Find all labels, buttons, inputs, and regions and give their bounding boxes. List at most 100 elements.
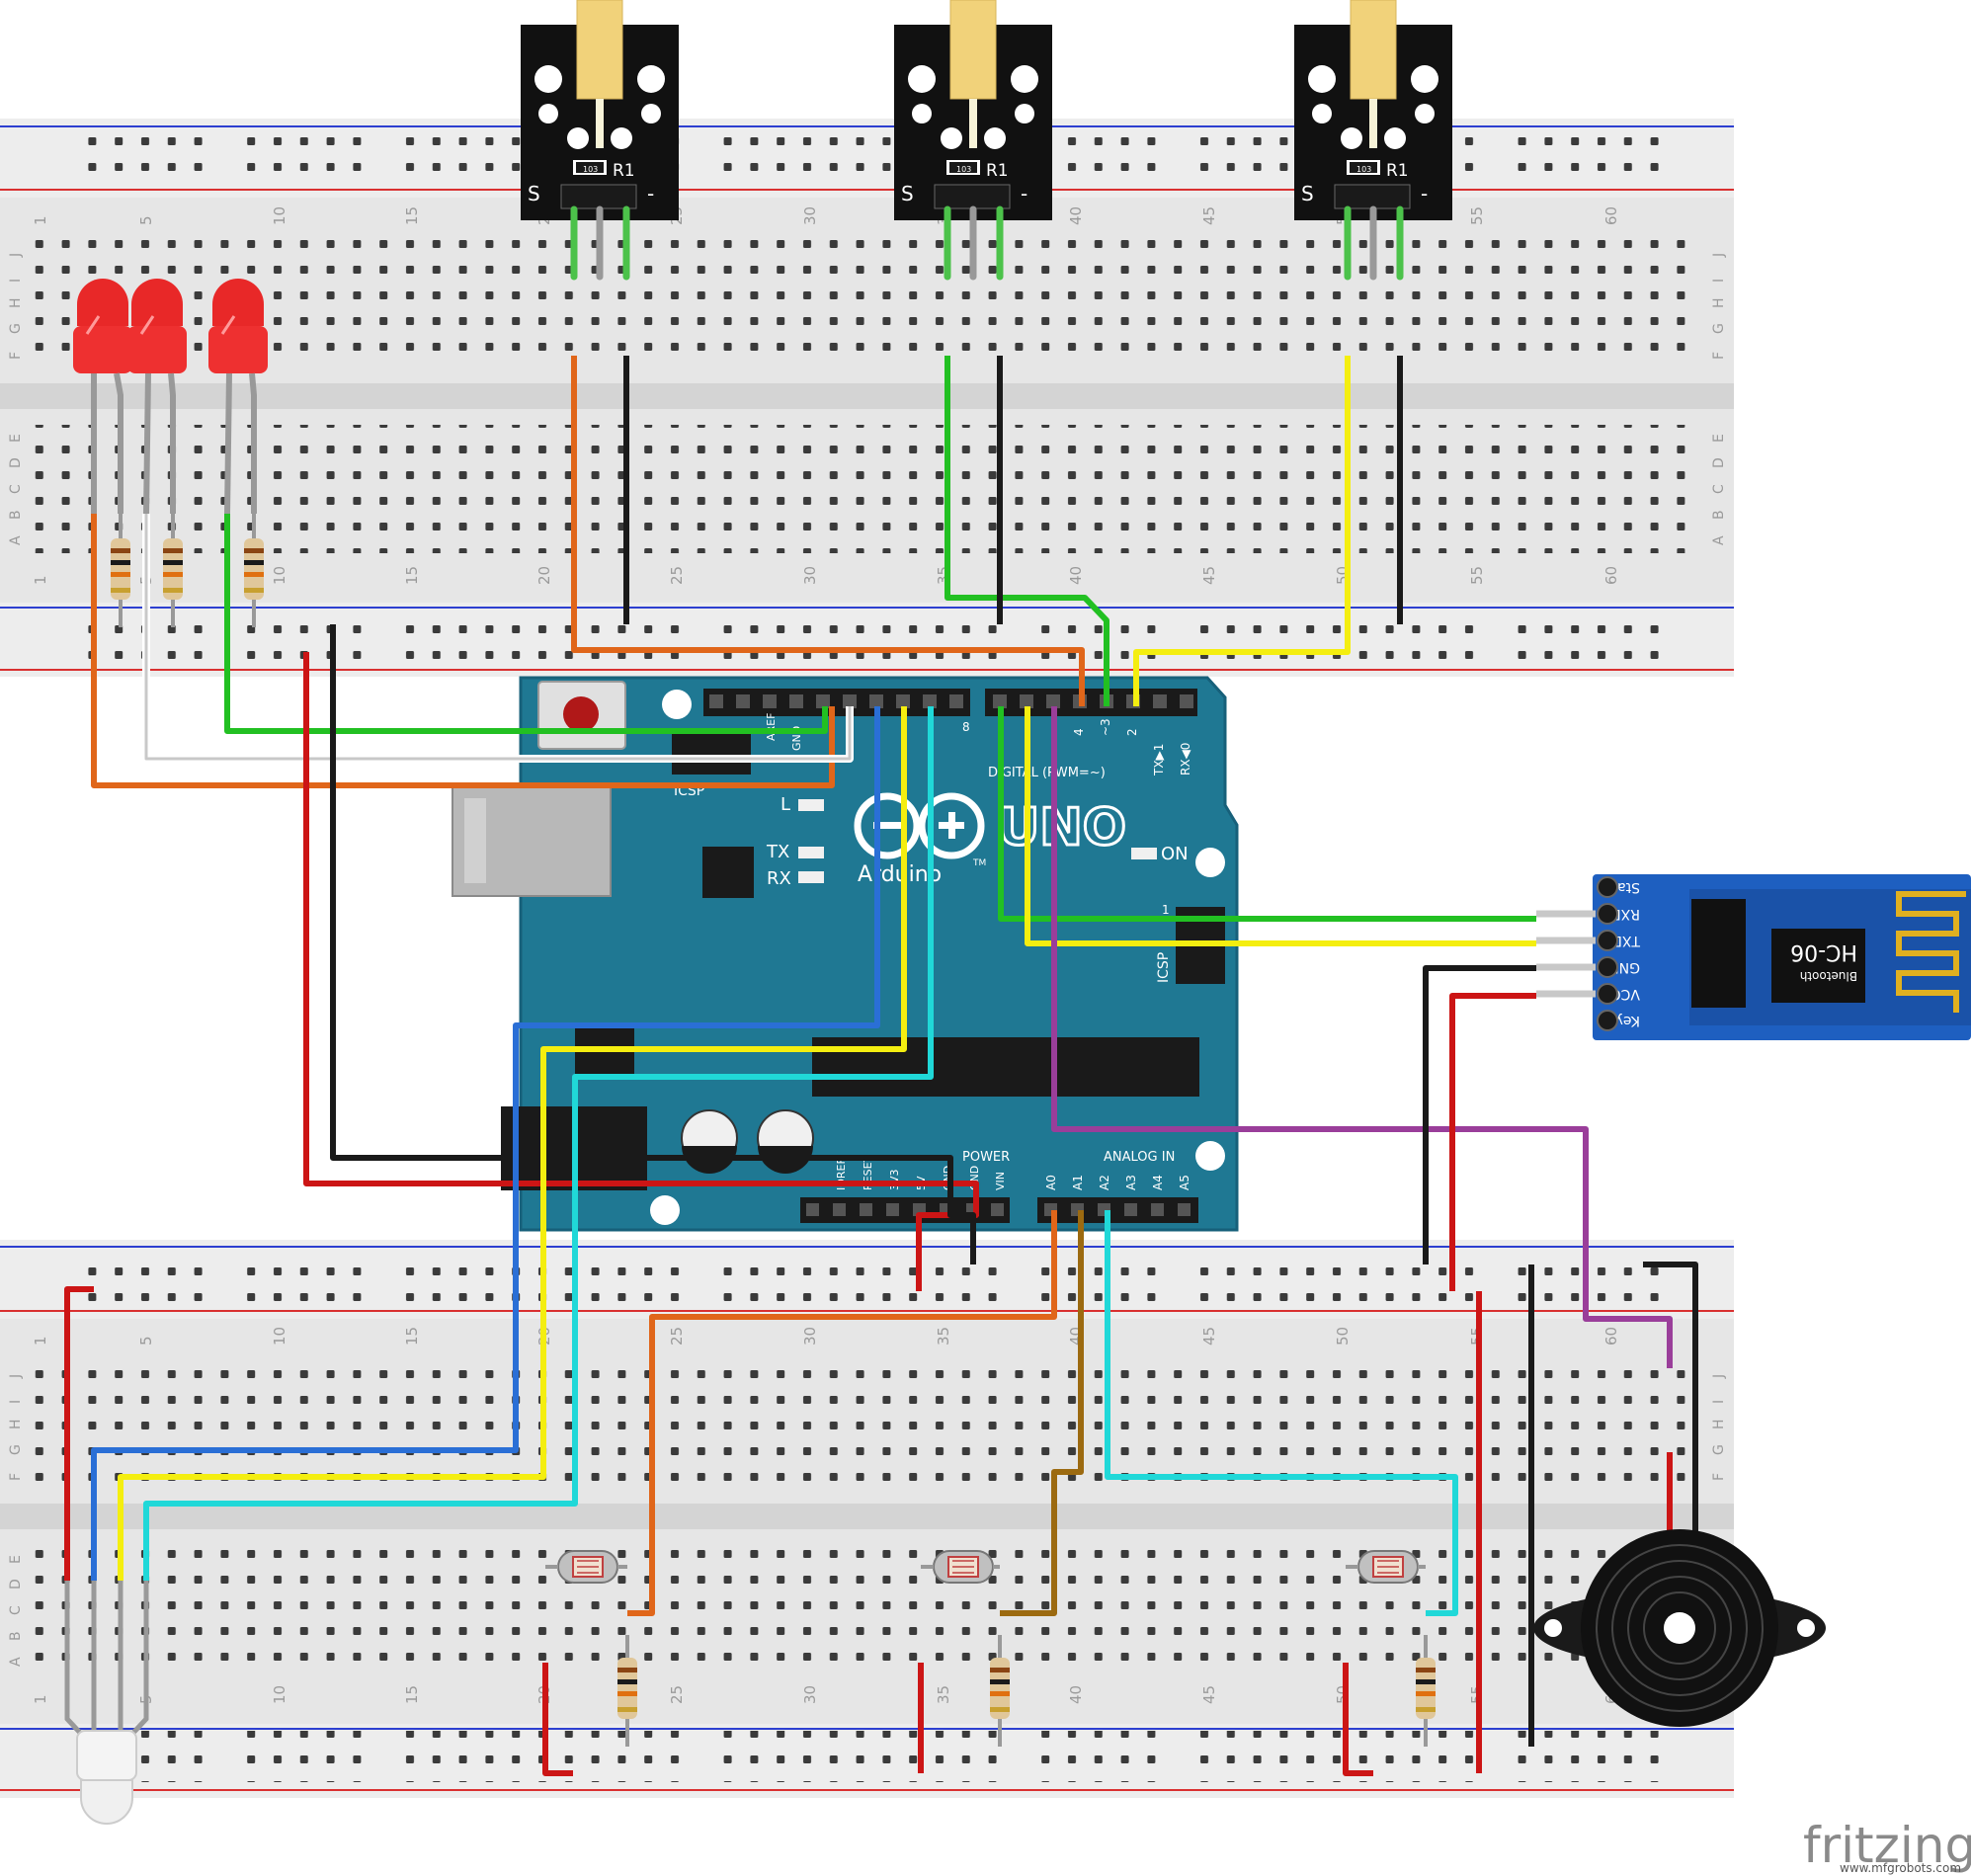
wire-green-bt-rxd bbox=[998, 706, 1536, 922]
wire-black-buzzer bbox=[1643, 1262, 1698, 1452]
bt-antenna bbox=[1896, 891, 1966, 1013]
svg-text:40: 40 bbox=[1067, 566, 1085, 585]
svg-text:I: I bbox=[1711, 279, 1727, 283]
svg-text:J: J bbox=[8, 253, 24, 258]
wire-yellow-bt-txd bbox=[1025, 706, 1536, 946]
svg-text:VIN: VIN bbox=[994, 1172, 1007, 1190]
svg-text:H: H bbox=[8, 1419, 24, 1429]
pin-8-label: 8 bbox=[962, 720, 970, 734]
analog-label: ANALOG IN bbox=[1104, 1150, 1175, 1165]
svg-text:30: 30 bbox=[801, 1685, 819, 1704]
resistor-top bbox=[111, 514, 264, 627]
wire-red-5v bbox=[303, 652, 979, 1291]
svg-text:45: 45 bbox=[1200, 206, 1218, 225]
bluetooth-module: Bluetooth HC-06 State RXD TXD GND VCC Ke… bbox=[1536, 874, 1971, 1040]
svg-text:B: B bbox=[8, 1631, 24, 1641]
svg-text:G: G bbox=[1711, 323, 1727, 334]
svg-text:1: 1 bbox=[32, 215, 49, 225]
svg-text:~3: ~3 bbox=[1099, 718, 1112, 736]
svg-text:4: 4 bbox=[1072, 728, 1086, 736]
laser-diode bbox=[949, 0, 997, 100]
breadboard-bottom: 1 5 10 15 20 25 30 35 40 45 50 55 60 1 5… bbox=[0, 1240, 1734, 1798]
label-l: L bbox=[780, 794, 790, 815]
wire-green-led3 bbox=[224, 514, 828, 734]
svg-text:10: 10 bbox=[271, 566, 288, 585]
svg-text:1: 1 bbox=[32, 1694, 49, 1704]
svg-text:S: S bbox=[1301, 182, 1314, 205]
bt-pin-header bbox=[1597, 876, 1618, 1031]
svg-text:15: 15 bbox=[403, 206, 421, 225]
svg-text:C: C bbox=[8, 1605, 24, 1615]
svg-text:G: G bbox=[8, 323, 24, 334]
rail-holes bbox=[81, 610, 1662, 661]
svg-text:5: 5 bbox=[137, 215, 155, 225]
svg-text:15: 15 bbox=[403, 1685, 421, 1704]
digital-label: DIGITAL (PWM=~) bbox=[988, 766, 1106, 780]
mounting-hole bbox=[650, 1195, 680, 1225]
svg-text:H: H bbox=[8, 297, 24, 308]
svg-text:35: 35 bbox=[935, 1327, 952, 1346]
icsp-header-1 bbox=[672, 733, 751, 775]
svg-text:S: S bbox=[528, 182, 540, 205]
svg-text:R1: R1 bbox=[986, 161, 1009, 181]
svg-text:103: 103 bbox=[1356, 165, 1371, 174]
svg-text:10: 10 bbox=[271, 1327, 288, 1346]
svg-text:D: D bbox=[8, 1579, 24, 1590]
svg-text:55: 55 bbox=[1468, 566, 1486, 585]
fritzing-logo: fritzing bbox=[1803, 1817, 1971, 1874]
wire-yellow-rgb bbox=[118, 706, 907, 1581]
svg-text:3V3: 3V3 bbox=[888, 1169, 901, 1190]
ldr-1 bbox=[545, 1550, 627, 1584]
svg-text:TX▶1: TX▶1 bbox=[1152, 744, 1166, 776]
svg-text:R1: R1 bbox=[613, 161, 635, 181]
label-one: 1 bbox=[1162, 903, 1170, 917]
svg-text:A2: A2 bbox=[1098, 1175, 1111, 1190]
svg-text:C: C bbox=[1711, 484, 1727, 494]
bt-chip-line2: HC-06 bbox=[1790, 939, 1857, 964]
svg-text:D: D bbox=[1711, 457, 1727, 468]
led-red-3 bbox=[208, 279, 268, 373]
wire-orange-led1 bbox=[91, 514, 835, 788]
resistors-bottom bbox=[617, 1635, 1436, 1747]
wire-orange-a0 bbox=[627, 1210, 1057, 1616]
svg-text:-: - bbox=[1421, 182, 1428, 205]
led-l-indicator bbox=[798, 799, 824, 811]
svg-text:45: 45 bbox=[1200, 1327, 1218, 1346]
svg-text:103: 103 bbox=[583, 165, 598, 174]
svg-text:45: 45 bbox=[1200, 566, 1218, 585]
led-tx-indicator bbox=[798, 847, 824, 858]
terminal-holes bbox=[28, 425, 1697, 553]
wire-red-ldr1 bbox=[542, 1663, 573, 1776]
wire-yellow-laser3 bbox=[1133, 356, 1351, 706]
svg-text:A0: A0 bbox=[1044, 1175, 1058, 1190]
svg-text:10: 10 bbox=[271, 1685, 288, 1704]
wire-red-bt-vcc bbox=[1449, 993, 1536, 1291]
svg-text:15: 15 bbox=[403, 1327, 421, 1346]
analog-pin-labels: A0 A1 A2 A3 A4 A5 bbox=[1044, 1175, 1191, 1190]
svg-text:25: 25 bbox=[668, 1327, 686, 1346]
svg-text:F: F bbox=[1711, 1473, 1727, 1481]
led-on-indicator bbox=[1131, 848, 1157, 859]
svg-text:A: A bbox=[8, 535, 24, 545]
svg-text:60: 60 bbox=[1602, 566, 1620, 585]
svg-text:S: S bbox=[901, 182, 914, 205]
watermark: www.mfgrobots.com bbox=[1840, 1861, 1961, 1875]
svg-text:1: 1 bbox=[32, 575, 49, 585]
led-legs bbox=[91, 372, 257, 515]
wire-red-rgb-common bbox=[64, 1286, 94, 1581]
laser-module-1: 103 R1 S - bbox=[521, 0, 679, 220]
usb-chip bbox=[702, 847, 754, 898]
wire-cyan-a2 bbox=[1105, 1210, 1458, 1616]
svg-text:RXD: RXD bbox=[1610, 906, 1640, 922]
wire-black-bt-gnd bbox=[1423, 965, 1536, 1264]
svg-text:G: G bbox=[1711, 1444, 1727, 1455]
bt-chip-small bbox=[1691, 899, 1746, 1008]
svg-text:F: F bbox=[1711, 352, 1727, 360]
svg-text:J: J bbox=[8, 1374, 24, 1379]
svg-text:5: 5 bbox=[137, 1336, 155, 1346]
bt-pin-legs bbox=[1536, 910, 1596, 998]
reset-button-cap bbox=[563, 696, 599, 732]
svg-text:45: 45 bbox=[1200, 1685, 1218, 1704]
svg-text:E: E bbox=[1711, 434, 1727, 443]
aref-label: AREF bbox=[765, 713, 778, 741]
